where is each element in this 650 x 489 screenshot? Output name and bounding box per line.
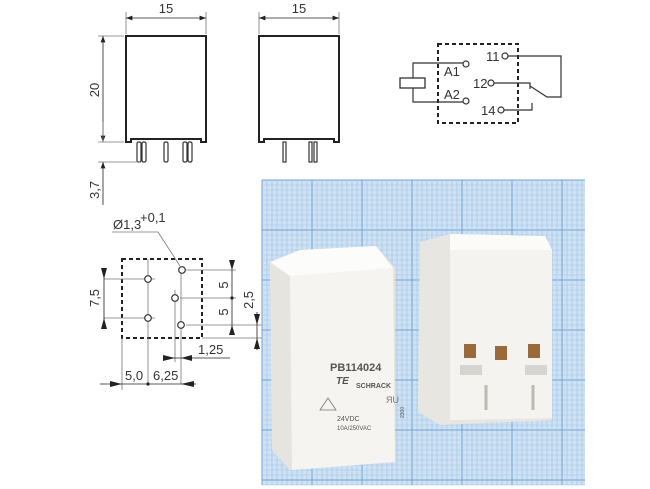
relay-photo: PB114024 TE SCHRACK 24VDC 10A/250VAC 230…: [261, 179, 585, 486]
footprint: Ø1,3 +0,1 7,5 5 5 2,5 1,25 5,0 6,25: [87, 210, 262, 390]
pins-front: [136, 141, 193, 163]
relay-body-side: [258, 35, 340, 143]
front-height-label: 20: [87, 83, 102, 97]
schematic: A1 A2 11 12 14: [399, 43, 562, 124]
shift-label: 1,25: [198, 342, 223, 357]
coil-symbol: [399, 77, 426, 89]
photo-sub-brand: SCHRACK: [356, 383, 391, 390]
pin-11: 11: [486, 49, 500, 64]
pin-a1: A1: [444, 64, 460, 79]
hole-diameter-label: Ø1,3: [113, 217, 141, 232]
photo-rating: 10A/250VAC: [337, 426, 372, 432]
photo-code: 2300: [400, 407, 406, 418]
front-view: 15 20 3,7: [87, 1, 207, 205]
pin-14: 14: [481, 103, 495, 118]
pin-12: 12: [473, 76, 487, 91]
photo-voltage: 24VDC: [337, 416, 360, 423]
warning-triangle-icon: [319, 397, 337, 411]
side-view: 15: [258, 1, 340, 163]
ul-mark-icon: ЯU: [386, 395, 399, 405]
pin-length-label: 3,7: [87, 181, 102, 199]
right-distance-label: 6,25: [153, 368, 178, 383]
pitch-bottom-label: 5: [216, 308, 231, 315]
offset-label: 2,5: [241, 291, 256, 309]
left-distance-label: 5,0: [125, 368, 143, 383]
front-width-label: 15: [159, 1, 173, 16]
pitch-top-label: 5: [216, 281, 231, 288]
row-spacing-label: 7,5: [87, 289, 102, 307]
side-width-label: 15: [292, 1, 306, 16]
relay-body-front: [125, 35, 207, 143]
hole-tolerance-label: +0,1: [140, 210, 166, 225]
photo-part-number: PB114024: [330, 362, 382, 374]
pin-a2: A2: [444, 87, 460, 102]
photo-brand: TE: [336, 376, 349, 387]
